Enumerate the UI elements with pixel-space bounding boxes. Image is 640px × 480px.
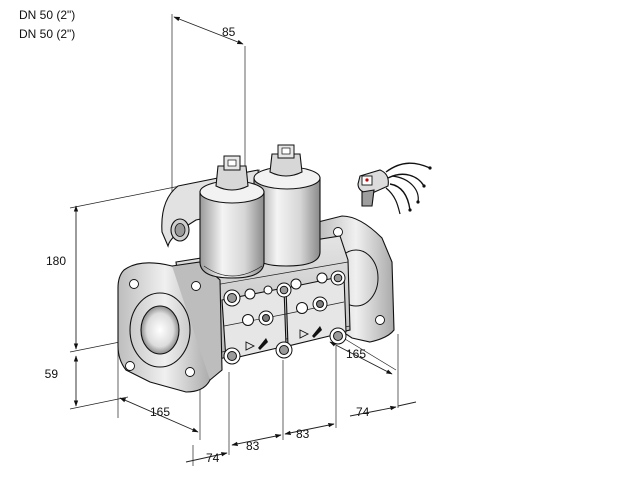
cable-connector — [357, 162, 432, 215]
dim-spacing-2: 83 — [296, 427, 310, 441]
size-label-2: DN 50 (2") — [19, 27, 76, 41]
size-label-1: DN 50 (2") — [19, 8, 76, 22]
dim-flange-left: 165 — [150, 405, 170, 419]
dim-height: 180 — [46, 254, 66, 268]
dim-depth-left: 74 — [206, 451, 220, 465]
valve-body — [117, 144, 395, 393]
dim-top-width: 85 — [222, 25, 236, 39]
dimension-labels: 85 180 59 165 165 74 74 83 83 — [45, 25, 370, 465]
dim-flange-right: 165 — [346, 347, 366, 361]
dim-spacing-1: 83 — [246, 439, 260, 453]
dim-flange-offset: 59 — [45, 367, 59, 381]
dim-depth-right: 74 — [356, 405, 370, 419]
